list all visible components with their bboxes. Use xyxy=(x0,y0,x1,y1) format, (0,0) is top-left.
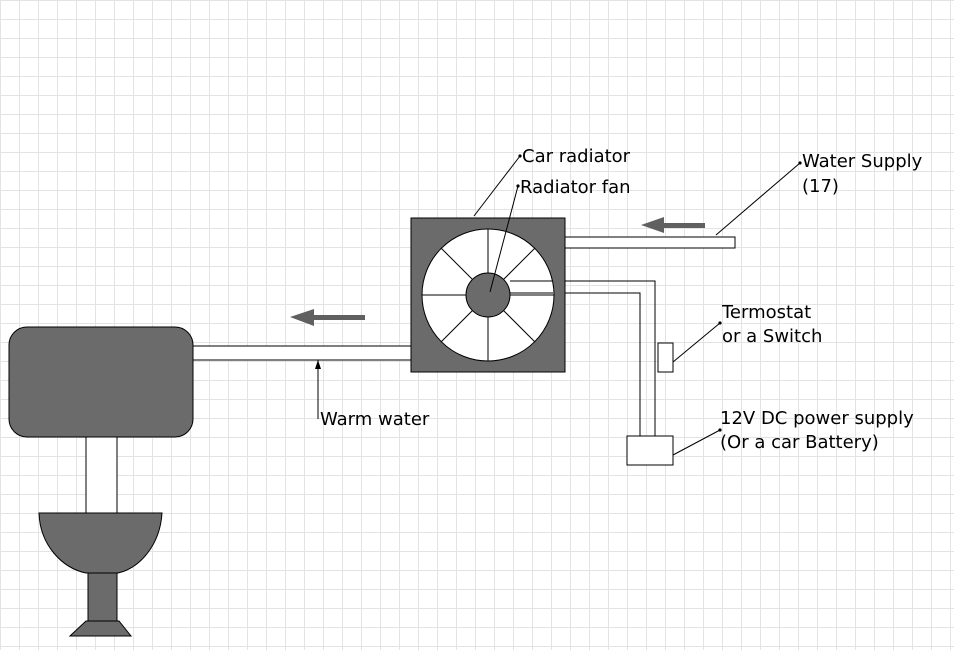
fan-wire xyxy=(553,280,656,436)
warm-water-pipe xyxy=(192,345,412,361)
label-power-supply-battery: (Or a car Battery) xyxy=(720,432,879,453)
leader-power-supply xyxy=(672,429,721,456)
stand-column xyxy=(85,436,118,514)
tank-body xyxy=(8,326,194,438)
label-warm-water: Warm water xyxy=(320,409,430,430)
leader-termostat xyxy=(672,322,721,363)
fan-hub xyxy=(465,272,511,318)
water-supply-pipe xyxy=(564,236,736,249)
label-water-supply: Water Supply xyxy=(802,151,923,172)
label-water-supply-number: (17) xyxy=(802,176,839,197)
bowl xyxy=(38,512,163,574)
label-termostat-switch: or a Switch xyxy=(722,326,822,347)
leader-water-supply xyxy=(715,162,801,236)
flow-arrow-warm-water xyxy=(290,309,365,326)
leader-dot-radiator-fan xyxy=(516,184,520,188)
leader-radiator-fan xyxy=(489,185,519,293)
leader-car-radiator xyxy=(473,155,521,217)
label-termostat: Termostat xyxy=(721,302,811,323)
radiator-fan xyxy=(421,228,555,362)
thermostat-switch xyxy=(657,342,674,373)
label-power-supply: 12V DC power supply xyxy=(720,408,914,429)
leader-dot-power-supply xyxy=(718,428,722,432)
flow-arrow-water-supply xyxy=(641,217,705,233)
leader-dot-car-radiator xyxy=(518,154,522,158)
leader-dot-termostat xyxy=(718,321,722,325)
bowl-base xyxy=(68,620,133,637)
bowl-stem xyxy=(87,572,118,622)
leader-dot-water-supply xyxy=(798,161,802,165)
leader-arrowhead-warm-water xyxy=(315,360,321,369)
fan-wire-over xyxy=(510,280,553,294)
label-radiator-fan: Radiator fan xyxy=(520,177,631,198)
label-car-radiator: Car radiator xyxy=(522,146,631,167)
power-supply-box xyxy=(626,435,674,466)
